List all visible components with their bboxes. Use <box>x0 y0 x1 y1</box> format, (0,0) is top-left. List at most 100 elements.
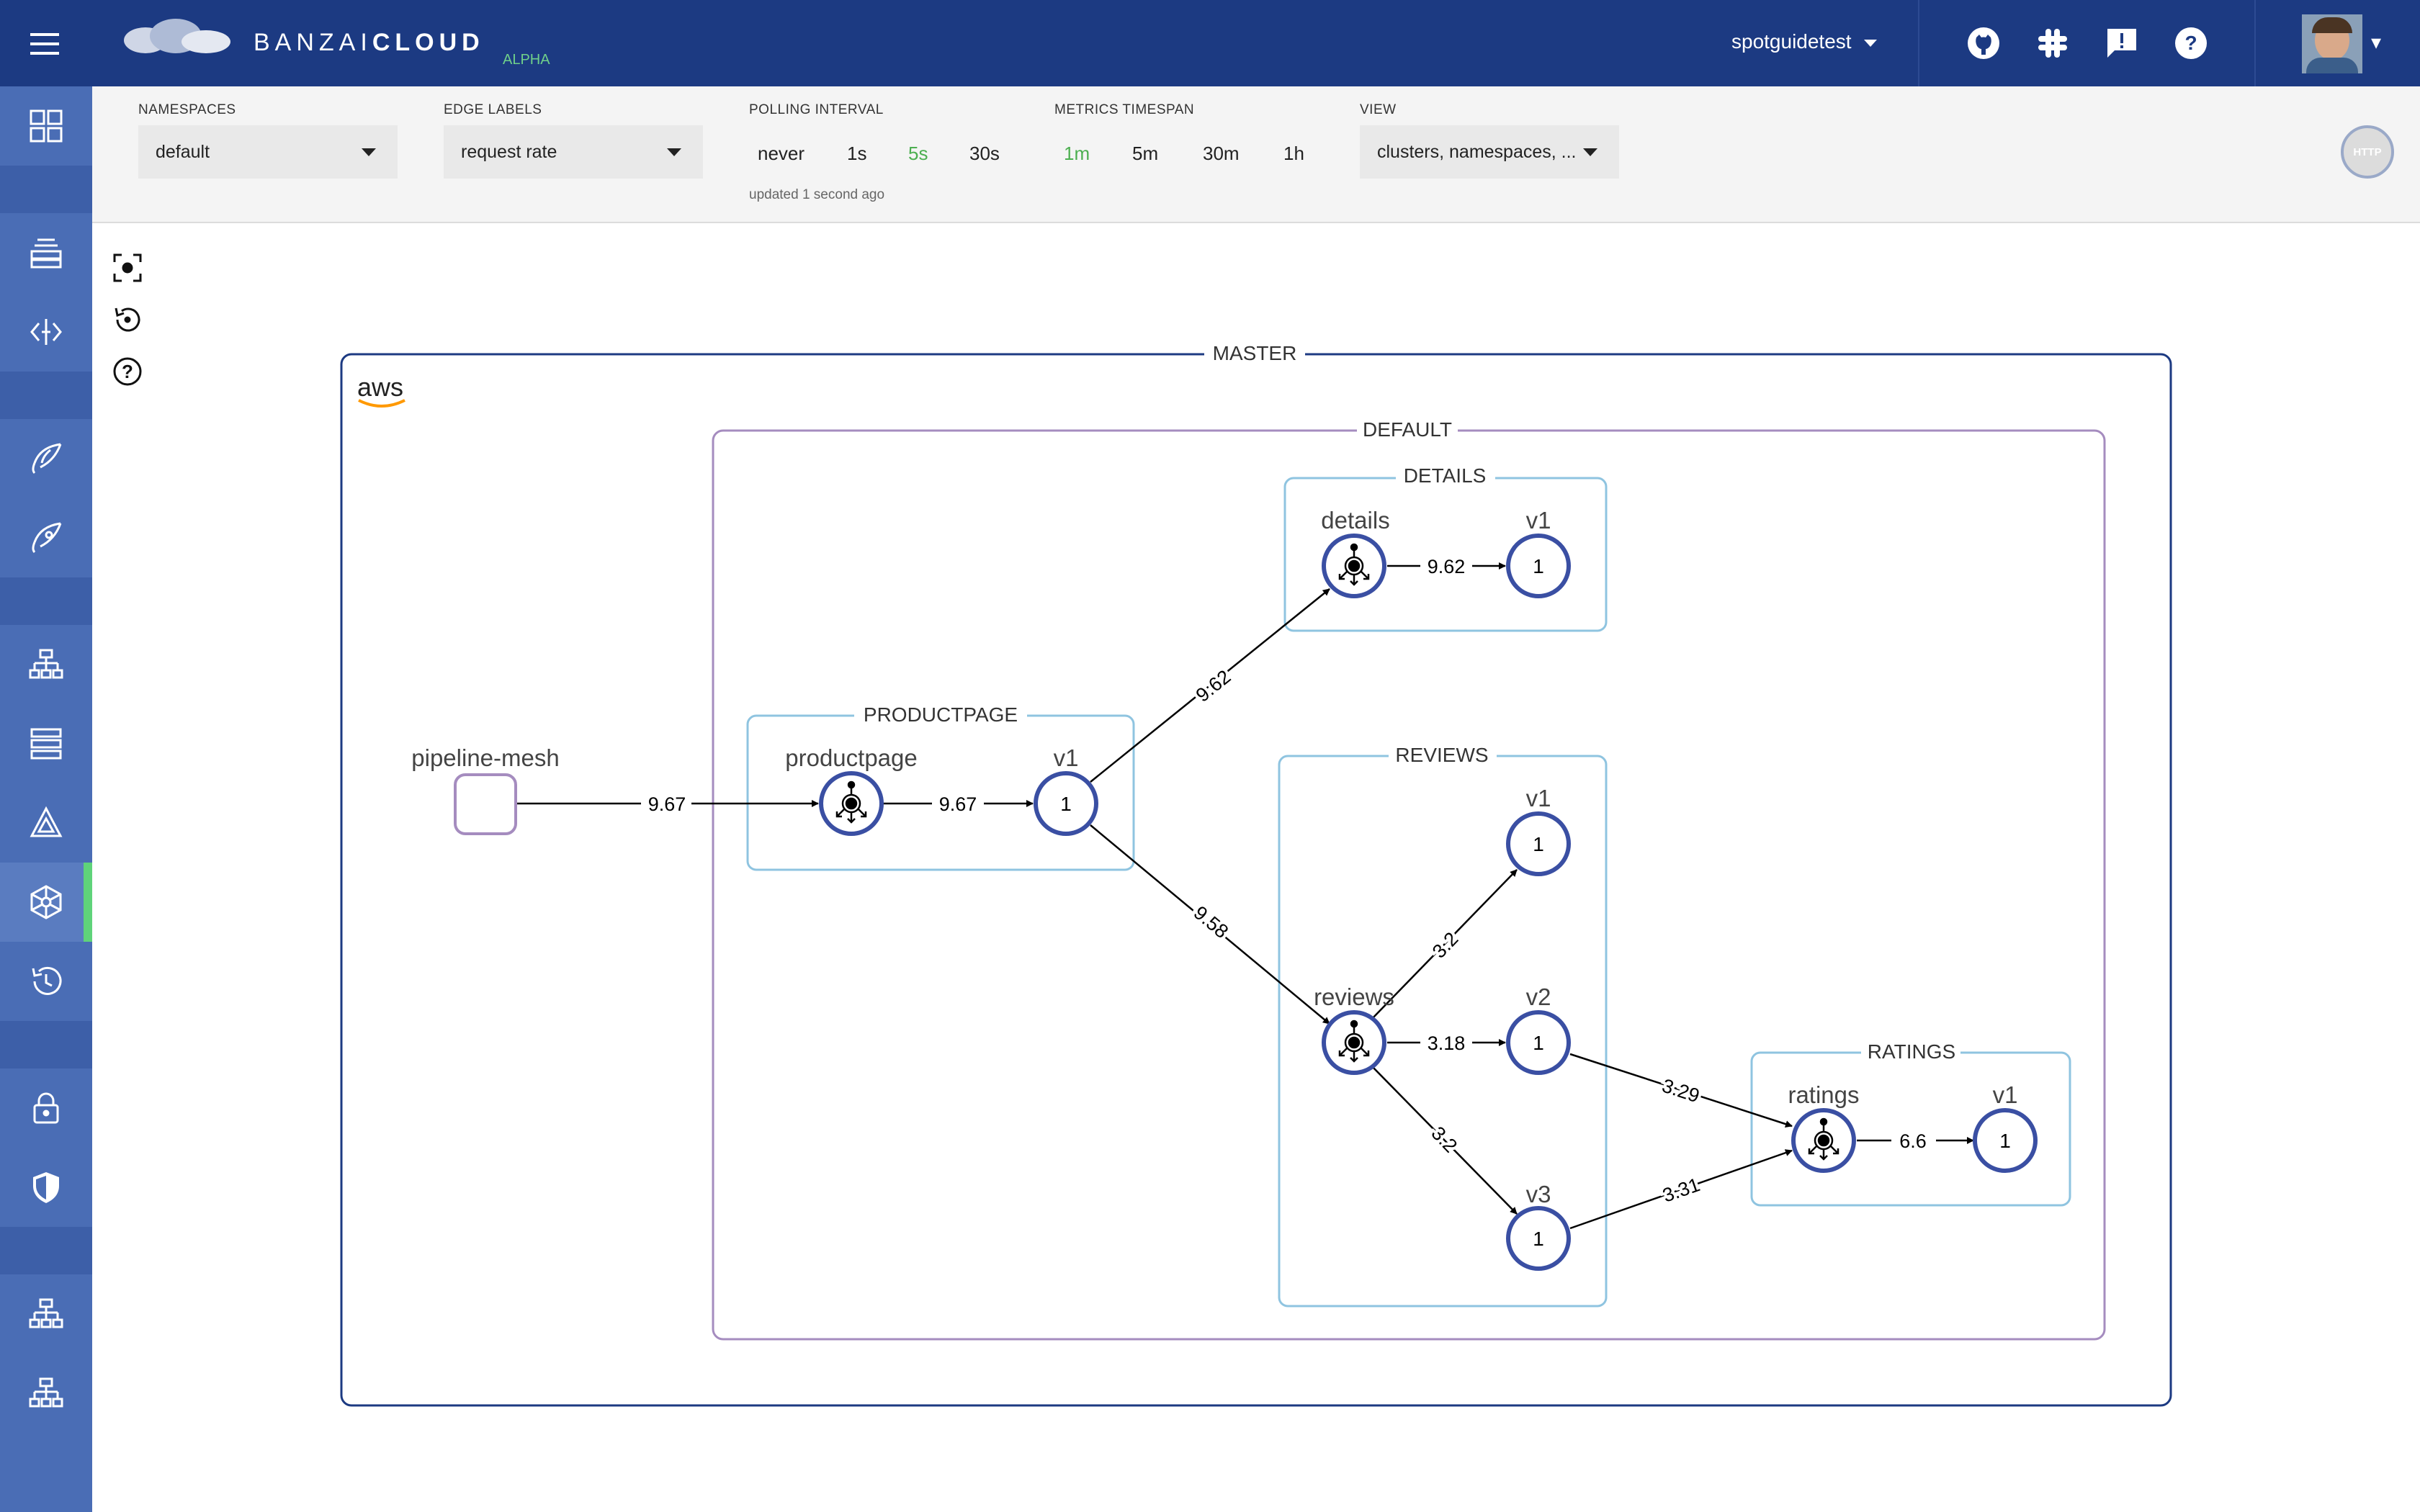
view-label: VIEW <box>1360 102 1397 117</box>
node-details-service[interactable] <box>1322 534 1386 598</box>
sidebar-item-deployments[interactable] <box>0 292 92 372</box>
namespaces-value: default <box>156 141 210 162</box>
center-icon[interactable] <box>112 252 143 284</box>
menu-icon[interactable] <box>30 33 59 55</box>
timespan-option-5m[interactable]: 5m <box>1132 143 1159 164</box>
polling-option-never[interactable]: never <box>758 143 805 164</box>
brand-right: CLOUD <box>372 29 485 56</box>
github-icon[interactable] <box>1966 26 2001 60</box>
http-protocol-badge[interactable]: HTTP <box>2341 125 2394 179</box>
sidebar-item-spotguides[interactable] <box>0 419 92 498</box>
namespace-label: DEFAULT <box>1363 418 1452 441</box>
service-node-icon <box>1338 543 1370 586</box>
workload-count: 1 <box>1533 1032 1544 1054</box>
helm-icon <box>30 806 63 837</box>
namespace-box <box>712 429 2106 1341</box>
node-label-ratings: ratings <box>1788 1081 1859 1108</box>
node-label-reviews-v3: v3 <box>1526 1181 1551 1207</box>
metrics-timespan-label: METRICS TIMESPAN <box>1054 102 1195 117</box>
edge-v1-reviews[interactable] <box>1090 824 1330 1025</box>
sidebar-item-network[interactable] <box>0 1274 92 1354</box>
sidebar-item-clusters[interactable] <box>0 213 92 292</box>
sidebar-item-dashboard[interactable] <box>0 86 92 166</box>
node-reviews-service[interactable] <box>1322 1010 1386 1075</box>
node-reviews-v1[interactable]: 1 <box>1506 811 1571 876</box>
sidebar-item-helm[interactable] <box>0 783 92 863</box>
clusters-icon <box>30 238 62 269</box>
polling-option-1s[interactable]: 1s <box>847 143 867 164</box>
sidebar-item-history[interactable] <box>0 942 92 1021</box>
avatar-menu-caret[interactable]: ▾ <box>2371 31 2382 53</box>
edge-labels-select[interactable]: request rate <box>444 125 703 179</box>
group-label-bg <box>1389 744 1497 768</box>
edge-reviews-v3[interactable] <box>1369 1063 1518 1215</box>
brand-name: BANZAICLOUD <box>254 29 485 57</box>
node-label-ingress: pipeline-mesh <box>411 744 559 771</box>
avatar[interactable] <box>2302 14 2362 73</box>
chevron-down-icon <box>362 148 376 156</box>
node-ratings-v1[interactable]: 1 <box>1973 1108 2038 1173</box>
edge-label-v1-reviews: 9.58 <box>1190 901 1233 942</box>
sidebar-item-list[interactable] <box>0 704 92 783</box>
edge-label-ingress: 9.67 <box>648 793 686 815</box>
cluster-label-bg <box>1204 341 1305 367</box>
brand-left: BANZAI <box>254 29 372 56</box>
banzai-logo-icon[interactable] <box>120 14 235 58</box>
timespan-option-1m[interactable]: 1m <box>1064 143 1090 164</box>
sidebar-item-spotguide-launch[interactable] <box>0 498 92 577</box>
sidebar-item-service-mesh[interactable] <box>0 863 92 942</box>
org-name: spotguidetest <box>1731 30 1852 53</box>
node-ratings-service[interactable] <box>1791 1108 1856 1173</box>
sidebar-item-services[interactable] <box>0 625 92 704</box>
node-label-details-v1: v1 <box>1526 507 1551 534</box>
workload-count: 1 <box>1533 555 1544 577</box>
polling-option-30s[interactable]: 30s <box>969 143 1000 164</box>
service-node-icon <box>1338 1020 1370 1063</box>
chevron-down-icon <box>1864 39 1878 47</box>
timespan-option-30m[interactable]: 30m <box>1203 143 1240 164</box>
filter-bar: NAMESPACES default EDGE LABELS request r… <box>92 86 2420 223</box>
node-productpage-service[interactable] <box>819 771 884 836</box>
edge-label-reviews-v1: 3.2 <box>1428 928 1463 963</box>
edge-v2-ratings[interactable] <box>1569 1053 1793 1128</box>
polling-interval-label: POLLING INTERVAL <box>749 102 884 117</box>
sidebar-item-secrets[interactable] <box>0 1068 92 1148</box>
sidebar-item-network-alt[interactable] <box>0 1354 92 1433</box>
view-select[interactable]: clusters, namespaces, ... <box>1360 125 1619 179</box>
node-ingress[interactable] <box>454 773 517 835</box>
help-icon[interactable]: ? <box>2174 26 2208 60</box>
edges <box>517 562 1974 1230</box>
alpha-badge: ALPHA <box>503 52 550 68</box>
namespaces-select[interactable]: default <box>138 125 398 179</box>
slack-icon[interactable] <box>2035 26 2070 60</box>
sidebar-separator <box>0 372 92 419</box>
group-label-productpage: PRODUCTPAGE <box>864 703 1018 726</box>
edge-label-v1-details: 9.62 <box>1192 666 1235 706</box>
node-label-ratings-v1: v1 <box>1993 1081 2018 1108</box>
node-reviews-v3[interactable]: 1 <box>1506 1206 1571 1271</box>
edge-v1-details[interactable] <box>1090 588 1330 783</box>
chevron-down-icon <box>1583 148 1597 156</box>
polling-option-5s[interactable]: 5s <box>908 143 928 164</box>
network-alt-icon <box>29 1377 63 1408</box>
edge-reviews-v1[interactable] <box>1369 869 1518 1022</box>
node-details-v1[interactable]: 1 <box>1506 534 1571 598</box>
reset-icon[interactable] <box>112 304 143 336</box>
edge-label-details: 9.62 <box>1428 556 1466 577</box>
timespan-option-1h[interactable]: 1h <box>1283 143 1304 164</box>
sidebar-separator <box>0 166 92 213</box>
group-label-bg <box>1396 467 1495 490</box>
edge-label-v2-ratings: 3.29 <box>1659 1075 1702 1107</box>
help-icon[interactable]: ? <box>112 356 143 387</box>
edge-v3-ratings[interactable] <box>1569 1149 1793 1230</box>
feedback-icon[interactable] <box>2105 26 2139 60</box>
sidebar-item-security[interactable] <box>0 1148 92 1227</box>
edge-label-productpage: 9.67 <box>939 793 977 815</box>
edge-labels: 9.67 9.67 9.62 9.62 9.58 3.2 3.18 3.2 3.… <box>641 553 1936 1210</box>
org-selector[interactable]: spotguidetest <box>1731 30 1878 53</box>
node-reviews-v2[interactable]: 1 <box>1506 1010 1571 1075</box>
node-productpage-v1[interactable]: 1 <box>1034 771 1098 836</box>
dashboard-icon <box>30 109 63 143</box>
group-label-bg <box>1861 1041 1960 1064</box>
